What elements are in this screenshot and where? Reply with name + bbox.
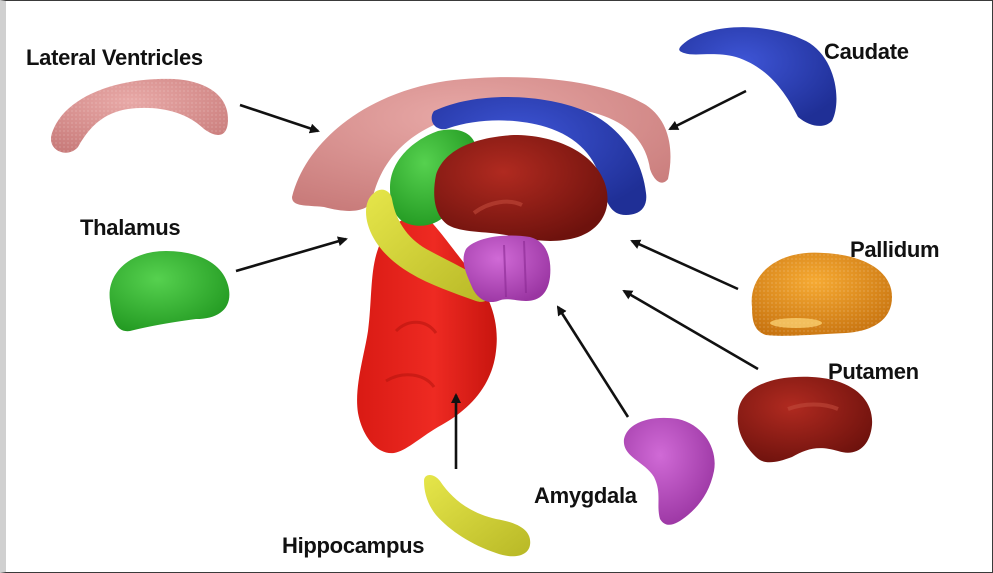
label-lateral-ventricles: Lateral Ventricles xyxy=(26,45,203,71)
hippocampus-shape xyxy=(424,475,530,556)
pallidum-shape xyxy=(752,253,892,336)
caudate-shape xyxy=(679,27,836,126)
arrow-thalamus xyxy=(236,239,346,271)
label-caudate: Caudate xyxy=(824,39,909,65)
arrow-pallidum xyxy=(632,241,738,289)
arrow-putamen xyxy=(624,291,758,369)
thalamus-shape xyxy=(110,251,230,331)
arrow-amygdala xyxy=(558,307,628,417)
arrow-caudate xyxy=(670,91,746,129)
amygdala-shape xyxy=(624,418,715,525)
arrow-lateral-ventricles xyxy=(240,105,318,131)
putamen-shape xyxy=(738,377,872,462)
label-pallidum: Pallidum xyxy=(850,237,939,263)
label-putamen: Putamen xyxy=(828,359,919,385)
label-thalamus: Thalamus xyxy=(80,215,180,241)
label-hippocampus: Hippocampus xyxy=(282,533,424,559)
brain-structures-diagram xyxy=(6,1,993,572)
lateral-ventricles-shape xyxy=(51,79,228,153)
label-amygdala: Amygdala xyxy=(534,483,637,509)
